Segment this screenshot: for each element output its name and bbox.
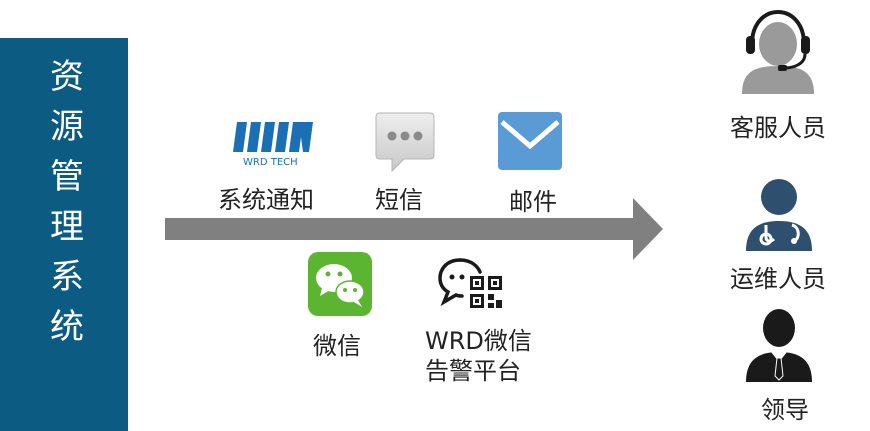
wechat-label: 微信 [313,332,361,360]
flow-arrow [165,198,663,260]
leader-person-icon [746,309,812,382]
wrd-logo-icon: WRD TECH [233,122,313,168]
system-title: 资源管理系统 [0,58,128,368]
mail-icon [498,112,562,170]
sms-bubble-icon [375,112,435,173]
leader-label: 领导 [761,396,809,424]
headset-person-icon [742,9,814,94]
wrd-wechat-label-line1: WRD微信 [425,327,532,355]
system-panel [0,38,128,431]
wrd-wechat-label-line2: 告警平台 [425,357,521,385]
ops-label: 运维人员 [730,265,826,293]
email-label: 邮件 [509,188,557,216]
wrd-logo-subtext: WRD TECH [243,157,298,168]
system-title-text: 资源管理系统 [43,58,84,358]
customer-service-label: 客服人员 [730,114,826,142]
sms-label: 短信 [375,186,423,214]
ops-person-icon [746,179,812,251]
wechat-qrcode-icon [438,258,502,308]
wrd-wechat-label: WRD微信 告警平台 [425,326,532,386]
wechat-icon [308,252,372,316]
system-notice-label: 系统通知 [218,186,314,214]
